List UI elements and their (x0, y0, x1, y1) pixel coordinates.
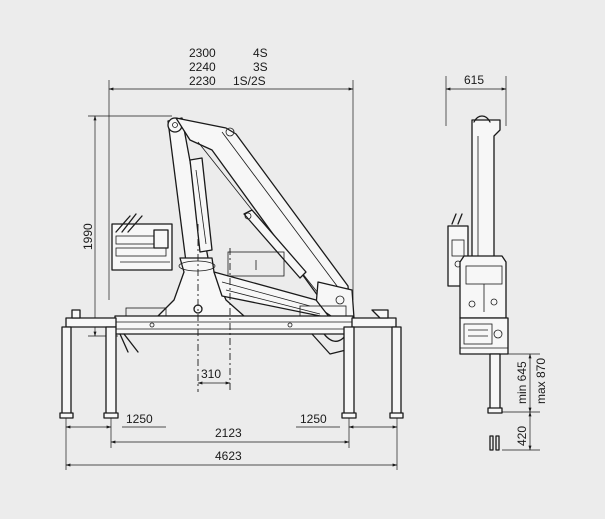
side-width-dimension: 615 (445, 73, 507, 126)
outer-leg-right (391, 326, 402, 416)
right-outrigger (341, 309, 404, 419)
outer-leg-left (61, 326, 72, 416)
crane-front-view: 615 (445, 73, 548, 451)
reach-header: 2300 4S 2240 3S 2230 1S/2S (189, 46, 268, 88)
reach-value-1s2s: 2230 (189, 74, 216, 88)
total-span-label: 4623 (215, 449, 242, 463)
front-boom (471, 119, 501, 263)
leg-spacing-label: 2123 (215, 426, 242, 440)
model-3s: 3S (253, 60, 268, 74)
reach-value-3s: 2240 (189, 60, 216, 74)
inner-leg-right (343, 326, 355, 416)
pivot-offset-dimension: 310 (197, 367, 231, 385)
height-label: 1990 (81, 223, 95, 250)
inner-leg-left (105, 326, 117, 416)
outer-cylinder (243, 209, 307, 279)
pivot-offset-label: 310 (201, 367, 221, 381)
model-1s2s: 1S/2S (233, 74, 266, 88)
reach-value-4s: 2300 (189, 46, 216, 60)
foot-height-label: 420 (515, 426, 529, 446)
stroke-max-label: max 870 (534, 358, 548, 404)
frame-hatch (119, 333, 139, 353)
outrigger-right-label: 1250 (300, 412, 327, 426)
outrigger-left-label: 1250 (126, 412, 153, 426)
base-frame (114, 305, 354, 355)
oil-tank (227, 251, 285, 277)
side-width-label: 615 (464, 73, 484, 87)
front-housing (459, 255, 507, 319)
foot-plate (489, 435, 500, 451)
stroke-min-label: min 645 (515, 361, 529, 404)
height-dimension: 1990 (81, 115, 172, 337)
front-leg (489, 353, 501, 413)
left-outrigger (59, 309, 119, 419)
model-4s: 4S (253, 46, 268, 60)
reach-dimension-line (108, 80, 354, 300)
bottom-dimensions: 1250 1250 2123 4623 (65, 412, 398, 470)
foot-height-dimension: 420 (502, 411, 540, 451)
control-levers (111, 213, 173, 271)
outrigger-lever (311, 333, 347, 355)
stroke-dimension: min 645 max 870 (502, 353, 548, 413)
crane-side-view: 1990 (59, 115, 404, 470)
